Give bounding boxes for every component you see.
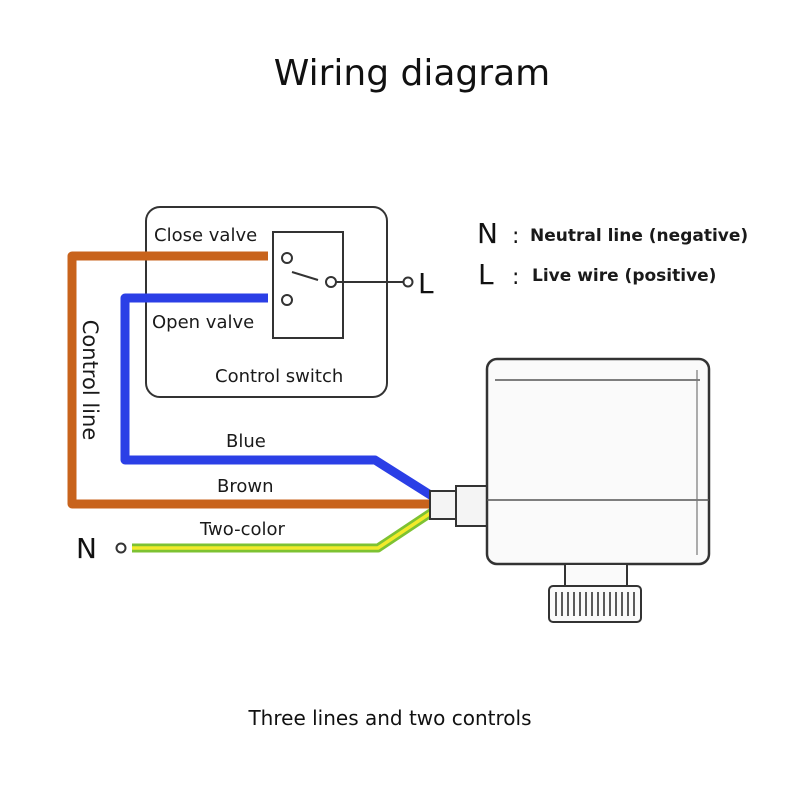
actuator-knob <box>548 585 642 623</box>
neutral-terminal-label: N <box>76 532 97 565</box>
legend-key-l: L <box>478 258 494 291</box>
control-switch-label: Control switch <box>215 366 343 387</box>
valve-actuator <box>429 357 711 623</box>
neutral-terminal-dot <box>115 542 127 554</box>
cable-connector <box>429 490 459 520</box>
common-terminal <box>325 276 337 288</box>
live-terminal-label: L <box>418 267 434 300</box>
two-color-wire-label: Two-color <box>199 519 286 540</box>
legend-sep-l: : <box>512 265 519 290</box>
control-line-label: Control line <box>78 320 102 440</box>
diagram-caption: Three lines and two controls <box>247 706 531 730</box>
legend-text-l: Live wire (positive) <box>532 266 716 286</box>
diagram-title: Wiring diagram <box>274 53 550 94</box>
knob-knurling <box>555 592 635 616</box>
legend-key-n: N <box>477 217 498 250</box>
brown-wire-label: Brown <box>217 476 274 497</box>
legend-text-n: Neutral line (negative) <box>530 226 748 246</box>
legend-sep-n: : <box>512 224 519 249</box>
two-color-wire-yellow <box>132 510 433 550</box>
cable-gland <box>455 485 489 527</box>
actuator-neck <box>564 563 628 587</box>
legend: N : Neutral line (negative) L : Live wir… <box>477 217 748 291</box>
close-valve-terminal <box>281 252 293 264</box>
open-valve-label: Open valve <box>152 312 254 333</box>
blue-wire-label: Blue <box>226 431 266 452</box>
close-valve-label: Close valve <box>154 225 257 246</box>
switch-blade <box>291 271 319 281</box>
actuator-housing <box>485 357 711 566</box>
blue-wire <box>120 293 435 500</box>
switch-contact-box <box>272 231 344 339</box>
brown-wire <box>67 251 432 509</box>
open-valve-terminal <box>281 294 293 306</box>
live-terminal-dot <box>402 276 414 288</box>
